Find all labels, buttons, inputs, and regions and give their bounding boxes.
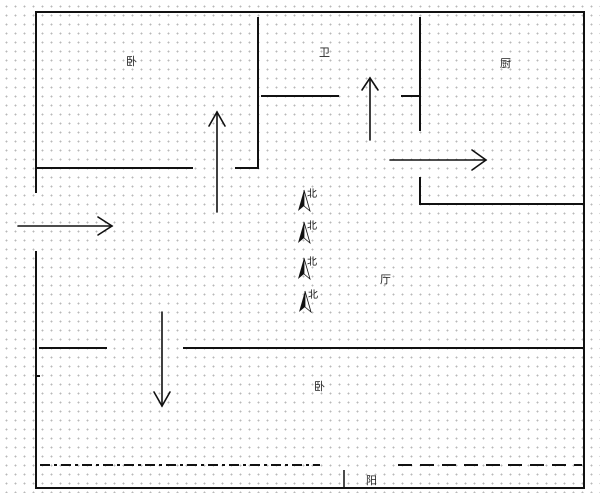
north-arrow-icon	[298, 258, 304, 279]
arrow-bathroom-up	[361, 76, 379, 141]
arrow-entry-right	[17, 216, 114, 236]
north-compass-2: 北	[298, 220, 317, 245]
room-label-living: 厅	[380, 273, 391, 286]
arrow-bedroom-up	[208, 110, 226, 213]
room-label-kitchen: 厨	[500, 57, 511, 70]
arrow-kitchen-right	[389, 149, 488, 171]
north-arrow-icon	[298, 222, 304, 243]
north-compass-3: 北	[298, 256, 317, 281]
north-arrow-icon	[299, 291, 305, 312]
walls	[35, 11, 585, 489]
north-arrow-icon	[298, 190, 304, 211]
north-compass-1: 北	[298, 188, 317, 213]
north-label: 北	[308, 289, 318, 301]
north-label: 北	[307, 220, 317, 232]
arrows	[17, 76, 488, 408]
north-compass-4: 北	[299, 289, 318, 314]
room-label-bathroom: 卫	[319, 46, 330, 59]
room-label-bedroom-bottom: 卧	[314, 380, 325, 393]
north-label: 北	[307, 188, 317, 200]
room-label-bedroom-top: 卧	[126, 55, 137, 68]
north-label: 北	[307, 256, 317, 268]
room-label-balcony: 阳	[366, 474, 377, 487]
arrow-bedroom-down	[153, 311, 171, 408]
